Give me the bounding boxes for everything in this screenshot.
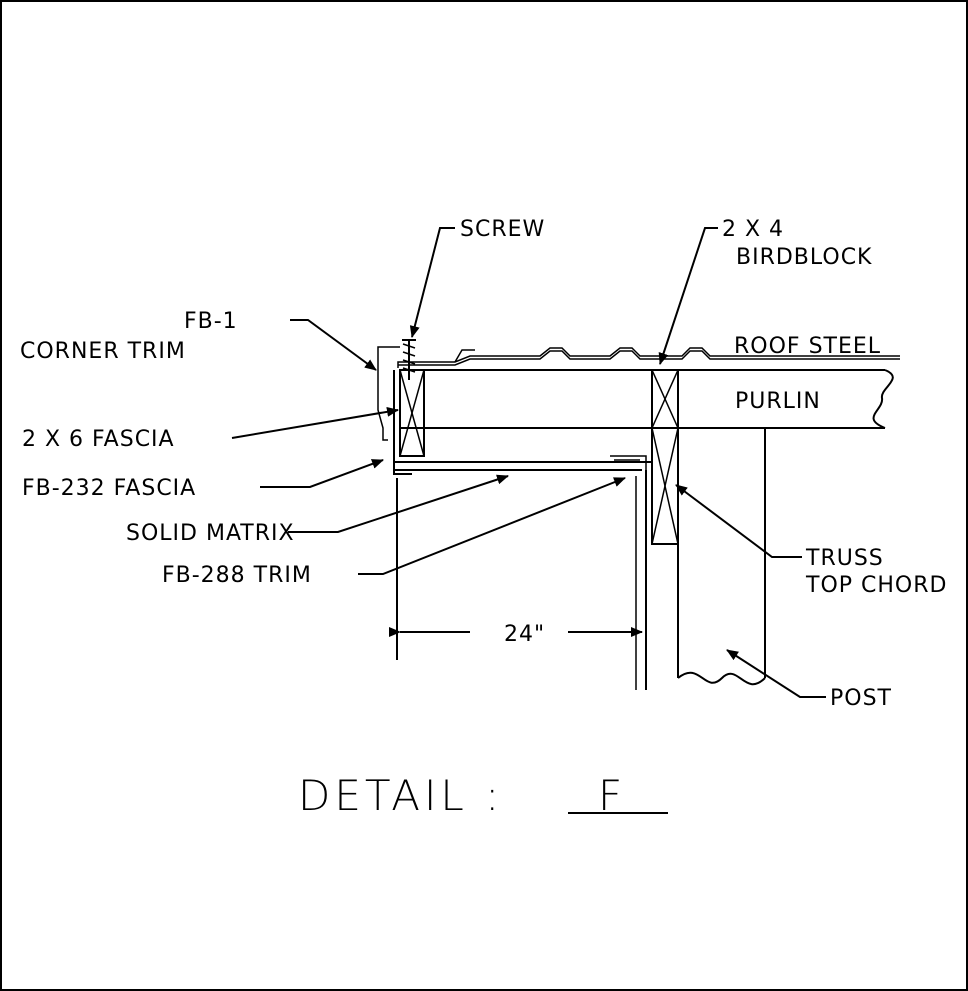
label-solid-matrix: SOLID MATRIX <box>126 521 295 546</box>
labels: SCREW 2 X 4 BIRDBLOCK FB-1 CORNER TRIM R… <box>20 217 947 711</box>
label-purlin: PURLIN <box>735 389 821 414</box>
fascia-2x6 <box>399 369 425 457</box>
label-birdblock: BIRDBLOCK <box>736 245 872 270</box>
title-letter: F <box>598 771 626 820</box>
label-corner-trim: CORNER TRIM <box>20 339 186 364</box>
label-birdblock-size: 2 X 4 <box>722 217 784 242</box>
leader-lines <box>231 227 826 698</box>
label-fb1: FB-1 <box>184 309 238 334</box>
purlin <box>400 369 894 429</box>
title-prefix: DETAIL : <box>298 771 503 820</box>
corner-trim-outline <box>377 346 400 441</box>
fb232-fascia-outline <box>393 370 412 475</box>
label-dimension: 24" <box>504 622 545 647</box>
screw <box>402 339 416 380</box>
label-screw: SCREW <box>460 217 545 242</box>
roof-steel-profile <box>397 347 900 368</box>
post <box>677 428 766 686</box>
soffit-solid-matrix <box>394 461 652 471</box>
label-truss: TRUSS <box>805 546 884 571</box>
wall-lines <box>396 470 647 690</box>
truss-top-chord <box>651 427 679 545</box>
birdblock-2x4 <box>651 369 679 429</box>
detail-title: DETAIL : F <box>298 771 668 820</box>
label-roof-steel: ROOF STEEL <box>734 334 881 359</box>
label-fb288-trim: FB-288 TRIM <box>162 563 312 588</box>
label-2x6-fascia: 2 X 6 FASCIA <box>22 427 175 452</box>
label-post: POST <box>830 686 892 711</box>
fb288-trim <box>610 455 647 476</box>
label-fb232-fascia: FB-232 FASCIA <box>22 476 196 501</box>
label-top-chord: TOP CHORD <box>805 573 947 598</box>
